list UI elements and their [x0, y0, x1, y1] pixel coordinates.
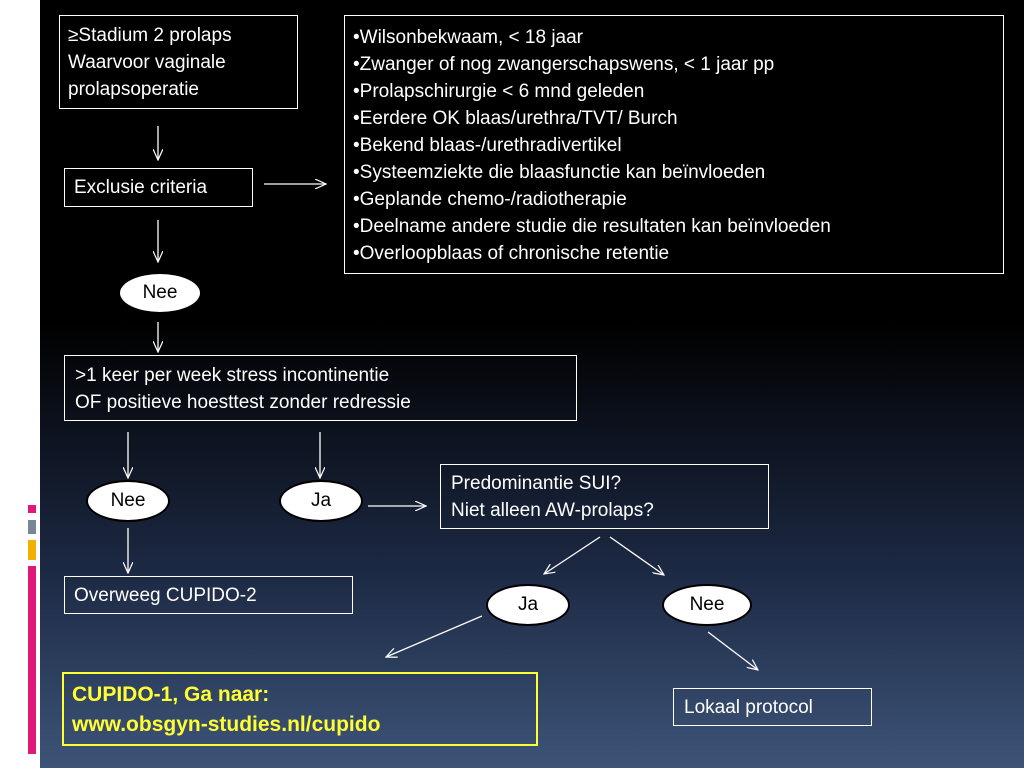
- criteria-item-7: •Geplande chemo-/radiotherapie: [353, 189, 627, 210]
- criteria-item-8: •Deelname andere studie die resultaten k…: [353, 216, 831, 237]
- decor-orange-bar: [28, 540, 36, 560]
- incontinentie-box: >1 keer per week stress incontinentie OF…: [64, 355, 577, 421]
- ja-oval-2: Ja: [486, 584, 570, 626]
- overweeg-box: Overweeg CUPIDO-2: [64, 576, 353, 614]
- stadium-line-1: ≥Stadium 2 prolaps: [68, 25, 232, 46]
- criteria-item-6: •Systeemziekte die blaasfunctie kan beïn…: [353, 162, 766, 183]
- cupido1-url[interactable]: www.obsgyn-studies.nl/cupido: [72, 713, 381, 736]
- nee-oval-3: Nee: [662, 584, 752, 626]
- overweeg-label: Overweeg CUPIDO-2: [74, 585, 257, 606]
- decor-pink-bar-top: [28, 505, 36, 513]
- cupido1-line-1: CUPIDO-1, Ga naar:: [72, 683, 270, 706]
- cupido1-box: CUPIDO-1, Ga naar: www.obsgyn-studies.nl…: [62, 672, 538, 746]
- criteria-item-9: •Overloopblaas of chronische retentie: [353, 243, 670, 264]
- stadium-line-3: prolapsoperatie: [68, 79, 199, 100]
- nee-oval-1: Nee: [118, 272, 202, 314]
- criteria-item-3: •Prolapschirurgie < 6 mnd geleden: [353, 81, 645, 102]
- incontinentie-line-2: OF positieve hoesttest zonder redressie: [75, 392, 411, 413]
- predominantie-box: Predominantie SUI? Niet alleen AW-prolap…: [440, 464, 769, 529]
- criteria-item-2: •Zwanger of nog zwangerschapswens, < 1 j…: [353, 54, 775, 75]
- criteria-item-5: •Bekend blaas-/urethradivertikel: [353, 135, 622, 156]
- exclusie-box: Exclusie criteria: [64, 168, 253, 207]
- stadium-box: ≥Stadium 2 prolaps Waarvoor vaginale pro…: [59, 15, 298, 109]
- exclusie-label: Exclusie criteria: [74, 177, 208, 198]
- criteria-item-1: •Wilsonbekwaam, < 18 jaar: [353, 27, 584, 48]
- predominantie-line-1: Predominantie SUI?: [451, 473, 622, 494]
- stadium-line-2: Waarvoor vaginale: [68, 52, 226, 73]
- incontinentie-line-1: >1 keer per week stress incontinentie: [75, 365, 390, 386]
- nee-oval-2: Nee: [86, 480, 170, 522]
- lokaal-label: Lokaal protocol: [684, 697, 813, 718]
- ja-oval-1: Ja: [279, 480, 363, 522]
- lokaal-box: Lokaal protocol: [673, 688, 872, 726]
- decor-pink-bar: [28, 566, 36, 754]
- criteria-item-4: •Eerdere OK blaas/urethra/TVT/ Burch: [353, 108, 678, 129]
- criteria-list-box: •Wilsonbekwaam, < 18 jaar •Zwanger of no…: [344, 15, 1004, 274]
- decor-gray-bar: [28, 520, 36, 534]
- predominantie-line-2: Niet alleen AW-prolaps?: [451, 500, 654, 521]
